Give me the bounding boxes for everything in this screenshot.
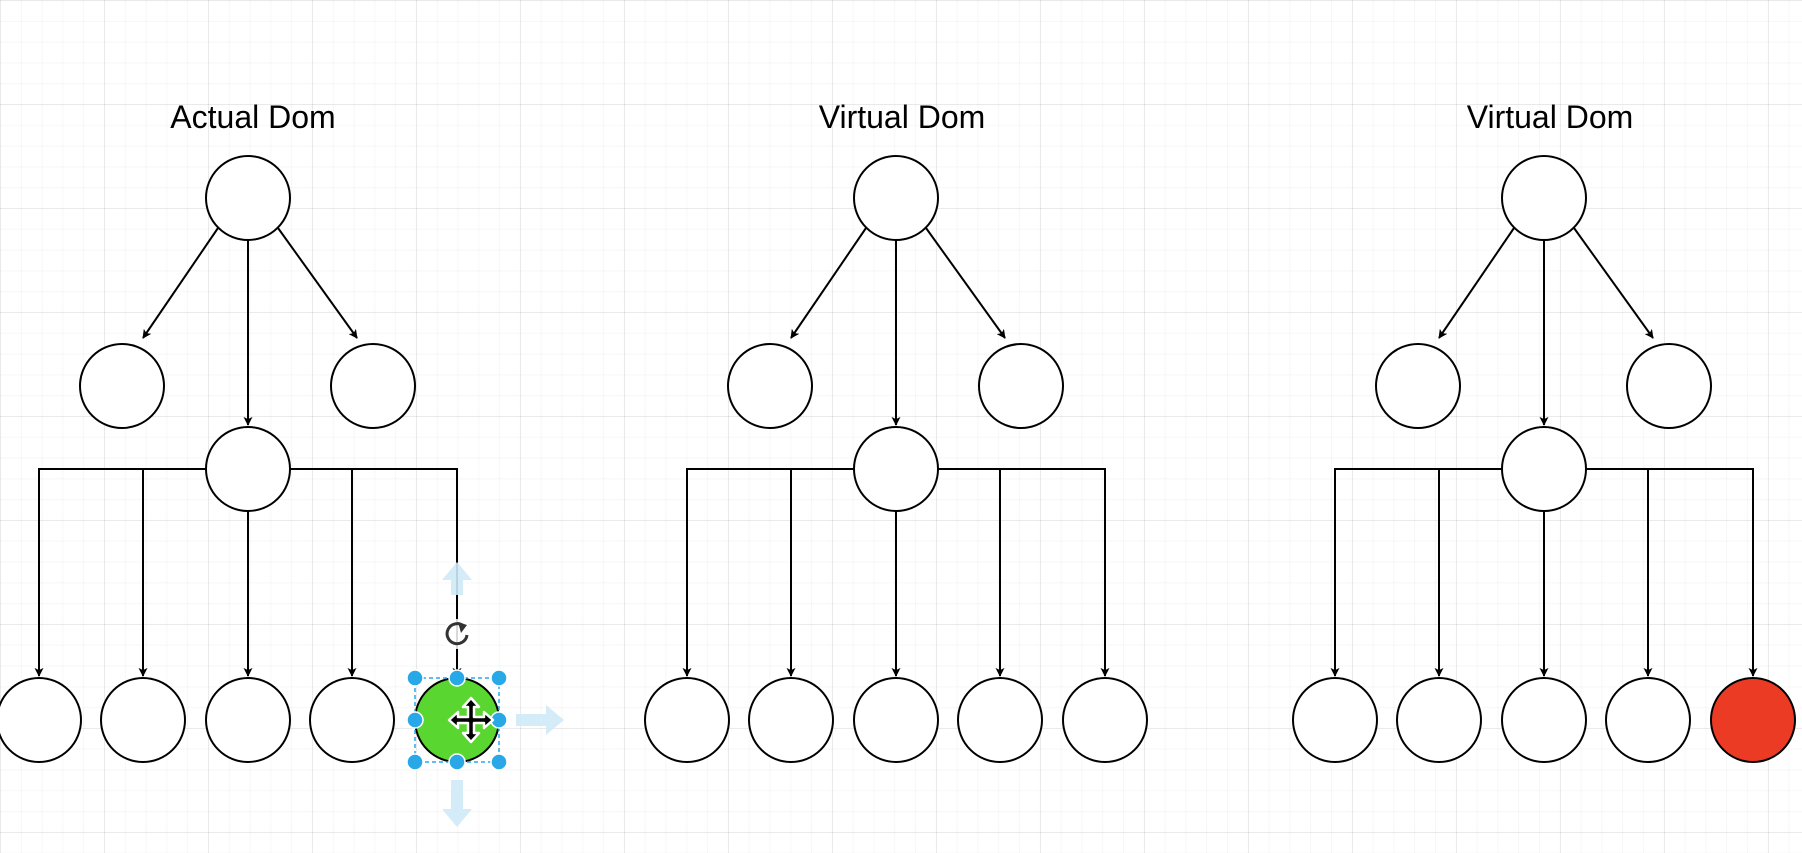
resize-handle[interactable] [406,753,424,771]
root-node[interactable] [205,155,291,241]
edge [925,227,1006,339]
edge [142,227,219,339]
edge [1330,468,1502,677]
child-node-left[interactable] [1375,343,1461,429]
drag-arrow-up-icon[interactable] [442,562,472,595]
selection-overlay [406,562,564,827]
tree-actual-dom: Actual Dom [0,99,564,827]
resize-handle[interactable] [448,753,466,771]
edge [277,227,358,339]
child-node-right[interactable] [330,343,416,429]
leaf-node[interactable] [957,677,1043,763]
edge [1586,468,1758,677]
leaf-node[interactable] [1292,677,1378,763]
child-node-middle[interactable] [1501,426,1587,512]
leaf-node[interactable] [1605,677,1691,763]
leaf-node[interactable] [1396,677,1482,763]
leaf-node[interactable] [748,677,834,763]
diagram-title: Virtual Dom [819,99,986,135]
resize-handle[interactable] [490,753,508,771]
tree-virtual-dom-1: Virtual Dom [644,99,1148,763]
leaf-node[interactable] [644,677,730,763]
child-node-right[interactable] [1626,343,1712,429]
edge [790,227,867,339]
root-node[interactable] [853,155,939,241]
leaf-node[interactable] [100,677,186,763]
child-node-middle[interactable] [205,426,291,512]
resize-handle[interactable] [448,669,466,687]
move-icon[interactable] [447,696,495,744]
resize-handle[interactable] [406,669,424,687]
diagram-title: Virtual Dom [1467,99,1634,135]
edge [1438,227,1515,339]
leaf-node[interactable] [205,677,291,763]
leaf-node[interactable] [309,677,395,763]
leaf-node[interactable] [1062,677,1148,763]
edges [34,227,462,677]
child-node-left[interactable] [79,343,165,429]
rotate-icon[interactable] [442,619,472,649]
child-node-right[interactable] [978,343,1064,429]
resize-handle[interactable] [490,669,508,687]
changed-leaf-node[interactable] [1710,677,1796,763]
drag-arrow-down-icon[interactable] [442,780,472,827]
child-node-left[interactable] [727,343,813,429]
root-node[interactable] [1501,155,1587,241]
tree-virtual-dom-2: Virtual Dom [1292,99,1796,763]
edge [938,468,1110,677]
resize-handle[interactable] [406,711,424,729]
leaf-node[interactable] [1501,677,1587,763]
edge [290,468,462,677]
child-node-middle[interactable] [853,426,939,512]
leaf-node[interactable] [0,677,82,763]
edges [682,227,1110,677]
diagram-title: Actual Dom [170,99,335,135]
edges [1330,227,1758,677]
leaf-node[interactable] [853,677,939,763]
drag-arrow-right-icon[interactable] [516,705,564,735]
edge [682,468,854,677]
edge [1573,227,1654,339]
edge [34,468,206,677]
